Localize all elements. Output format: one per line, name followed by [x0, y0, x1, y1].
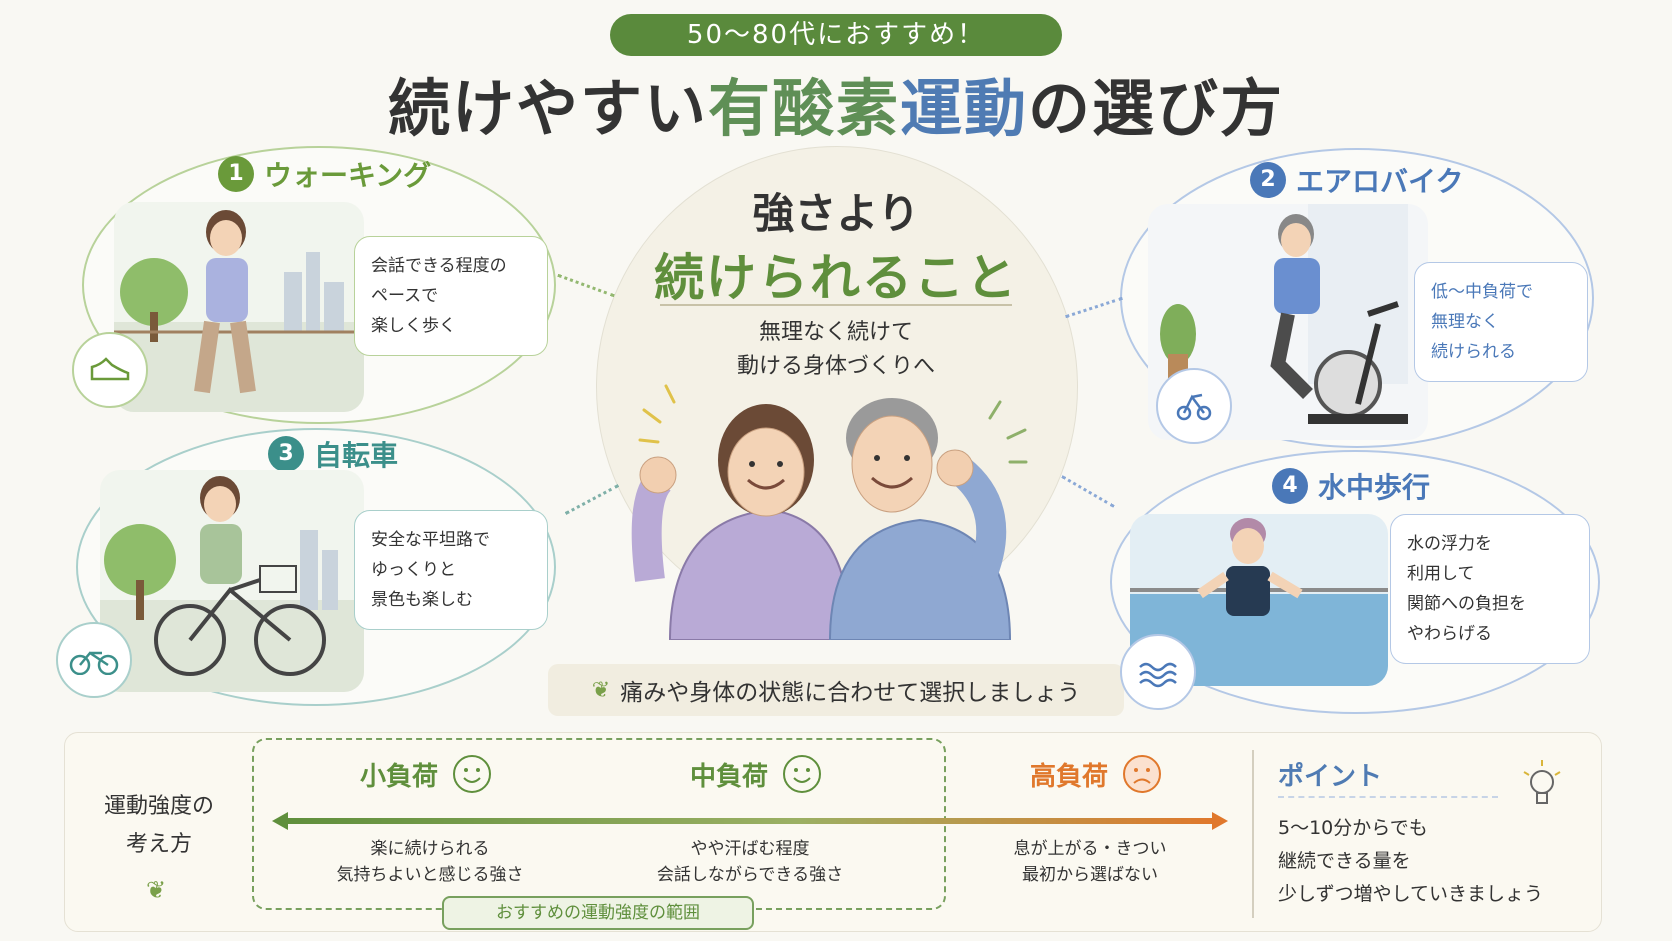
intensity-panel — [64, 732, 1602, 932]
panel-divider — [1252, 750, 1254, 918]
header-badge: 50〜80代におすすめ！ — [610, 14, 1062, 56]
smile-face-icon — [453, 755, 492, 793]
card-walking-title: 1 ウォーキング — [218, 154, 431, 194]
sprout-icon: ❦ — [591, 677, 611, 703]
center-footer-text: 痛みや身体の状態に合わせて選択しましょう — [620, 680, 1081, 706]
smile-face-icon — [783, 755, 822, 793]
card-walking-number: 1 — [218, 156, 254, 192]
card-walking-note: 会話できる程度の ペースで 楽しく歩く — [354, 236, 548, 356]
sparkle-lines-left — [638, 384, 676, 444]
exercise-bike-icon — [1156, 368, 1232, 444]
point-text: 5〜10分からでも 継続できる量を 少しずつ増やしていきましょう — [1278, 817, 1544, 905]
card-aerobike-title: 2 エアロバイク — [1250, 160, 1463, 200]
sprout-icon: ❦ — [146, 876, 167, 904]
level-mid: 中負荷 — [690, 754, 822, 794]
level-high-desc: 息が上がる・きつい 最初から選ばない — [1013, 839, 1167, 885]
center-sub: 無理なく続けて 動ける身体づくりへ — [736, 320, 935, 379]
aerobike-illustration — [1148, 204, 1428, 440]
title-part-3: 運動 — [900, 72, 1029, 145]
bicycle-icon — [56, 622, 132, 698]
frown-face-icon — [1123, 755, 1162, 793]
card-water-walking-note: 水の浮力を 利用して 関節への負担を やわらげる — [1390, 514, 1590, 664]
level-low-desc: 楽に続けられる 気持ちよいと感じる強さ — [336, 839, 524, 885]
card-bicycle-note: 安全な平坦路で ゆっくりと 景色も楽しむ — [354, 510, 548, 630]
center-divider — [660, 304, 1012, 306]
level-mid-desc: やや汗ばむ程度 会話しながらできる強さ — [656, 839, 844, 885]
card-water-walking-number: 4 — [1272, 468, 1308, 504]
level-high-name: 高負荷 — [1030, 761, 1109, 792]
level-low: 小負荷 — [360, 754, 492, 794]
card-aerobike-label: エアロバイク — [1296, 165, 1464, 198]
center-line2: 続けられること — [654, 249, 1018, 307]
page-title: 続けやすい有酸素運動の選び方 — [0, 58, 1672, 148]
title-part-1: 続けやすい — [387, 72, 708, 145]
connector-water-walking — [1061, 475, 1115, 508]
lightbulb-icon — [1523, 760, 1561, 804]
card-walking-label: ウォーキング — [264, 159, 432, 192]
card-water-walking-label: 水中歩行 — [1318, 471, 1431, 504]
sparkle-lines-right — [988, 400, 1028, 464]
center-line1: 強さより — [752, 189, 920, 238]
intensity-arrow — [282, 818, 1216, 824]
arrow-right-head — [1212, 812, 1228, 830]
walking-illustration — [114, 202, 364, 412]
arrow-left-head — [272, 812, 288, 830]
waves-icon — [1120, 634, 1196, 710]
level-low-name: 小負荷 — [360, 761, 439, 792]
card-aerobike-number: 2 — [1250, 162, 1286, 198]
connector-bicycle — [564, 484, 620, 515]
shoe-icon — [72, 332, 148, 408]
seniors-illustration — [631, 384, 1028, 640]
card-bicycle-label: 自転車 — [314, 439, 399, 472]
card-aerobike-note: 低〜中負荷で 無理なく 続けられる — [1414, 262, 1588, 382]
card-bicycle-number: 3 — [268, 436, 304, 472]
title-part-2: 有酸素 — [707, 72, 900, 145]
point-underline — [1278, 796, 1498, 798]
intensity-label: 運動強度の 考え方 — [103, 794, 214, 857]
title-part-4: の選び方 — [1028, 72, 1285, 145]
card-bicycle-title: 3 自転車 — [268, 434, 398, 474]
level-high: 高負荷 — [1030, 754, 1162, 794]
recommended-range-label: おすすめの運動強度の範囲 — [442, 896, 754, 930]
card-water-walking-title: 4 水中歩行 — [1272, 466, 1430, 506]
bicycle-illustration — [100, 470, 364, 692]
center-footer: ❦ 痛みや身体の状態に合わせて選択しましょう — [548, 664, 1124, 716]
level-mid-name: 中負荷 — [690, 761, 769, 792]
point-title: ポイント — [1278, 762, 1383, 792]
